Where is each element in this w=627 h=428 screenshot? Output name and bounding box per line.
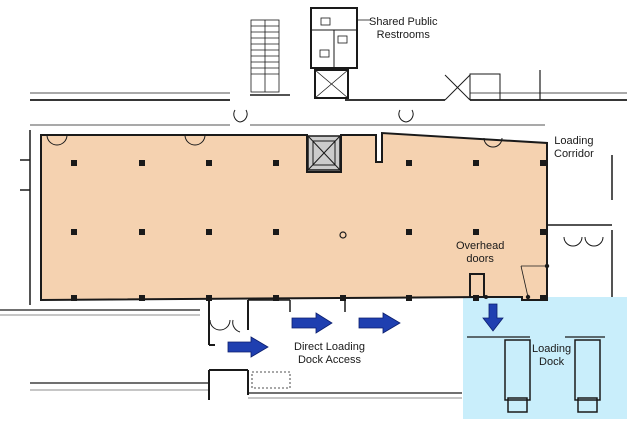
- restrooms-label-line: Shared Public: [369, 16, 438, 28]
- overhead-door-markers: [484, 263, 550, 300]
- overhead-doors-label-line: doors: [466, 253, 494, 265]
- arrow-right-icon: [358, 312, 401, 334]
- loading-corridor-label: Loading Corridor: [554, 135, 594, 161]
- overhead-doors-label: Overhead doors: [456, 240, 504, 266]
- hall-doors: [46, 109, 604, 333]
- columns: [71, 160, 546, 301]
- direct-access-label-line: Dock Access: [297, 354, 361, 366]
- loading-corridor-label-line: Loading: [554, 135, 594, 147]
- loading-corridor-walls: [546, 143, 613, 300]
- lower-walls: [0, 299, 462, 399]
- truck-left: [467, 336, 531, 413]
- upper-walls: [30, 70, 627, 126]
- left-walls: [20, 130, 31, 305]
- restrooms-label: Shared Public Restrooms: [369, 16, 438, 42]
- loading-corridor-label-line: Corridor: [554, 148, 594, 160]
- direct-access-label-line: Direct Loading: [294, 341, 365, 353]
- main-hall: [40, 131, 548, 302]
- truck-right: [565, 336, 605, 413]
- overhead-doors-label-line: Overhead: [456, 240, 505, 252]
- floor-drain: [339, 231, 347, 239]
- arrow-right-icon: [227, 336, 269, 358]
- arrow-down-icon: [482, 303, 504, 332]
- loading-dock-label-line: Dock: [539, 356, 565, 368]
- loading-dock-label-line: Loading: [532, 343, 572, 355]
- restrooms-label-line: Restrooms: [376, 29, 430, 41]
- arrow-icons: [227, 303, 504, 358]
- arrow-right-icon: [291, 312, 333, 334]
- entry-vestibule: [208, 300, 249, 400]
- direct-access-label: Direct Loading Dock Access: [294, 341, 365, 367]
- restroom-block: [310, 7, 370, 99]
- ramp: [251, 371, 291, 389]
- stairs: [250, 19, 280, 93]
- elevator: [307, 135, 341, 171]
- loading-dock-label: Loading Dock: [532, 343, 571, 369]
